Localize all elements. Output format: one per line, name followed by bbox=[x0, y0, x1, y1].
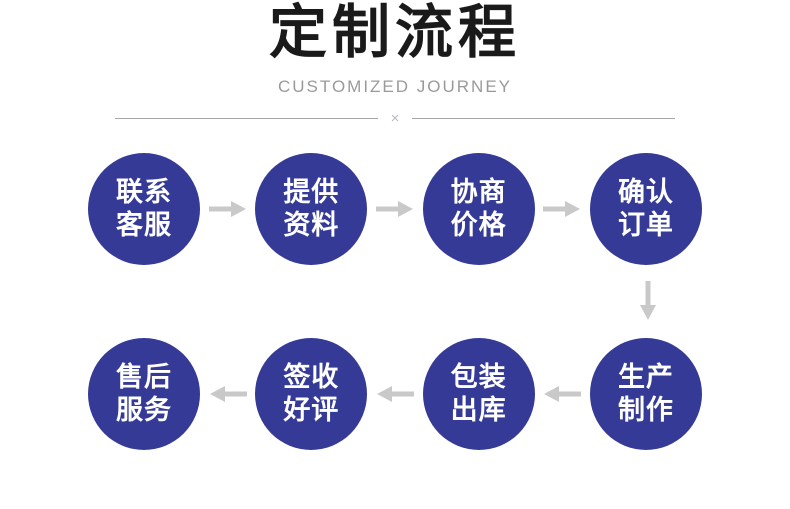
arrow-left-icon bbox=[376, 385, 414, 403]
page-subtitle: CUSTOMIZED JOURNEY bbox=[277, 76, 513, 96]
step-label-line: 协商 bbox=[450, 177, 507, 208]
flow-row-bottom: 售后 服务 签收 好评 包装 出库 bbox=[0, 337, 790, 450]
step-label-line: 订单 bbox=[617, 209, 674, 240]
section-divider: × bbox=[115, 110, 676, 128]
step-label-line: 制作 bbox=[617, 394, 674, 425]
flow-step-production: 生产 制作 bbox=[589, 337, 702, 450]
step-label-line: 客服 bbox=[116, 209, 172, 240]
process-flow-diagram: 联系 客服 提供 资料 协商 价格 bbox=[0, 152, 790, 450]
divider-line-right bbox=[412, 118, 676, 120]
step-label-line: 服务 bbox=[116, 394, 172, 425]
flow-step-provide-materials: 提供 资料 bbox=[255, 152, 368, 265]
flow-step-confirm-order: 确认 订单 bbox=[589, 152, 702, 265]
arrow-left-icon bbox=[209, 385, 247, 403]
flow-step-sign-and-review: 签收 好评 bbox=[255, 337, 368, 450]
arrow-left-icon bbox=[543, 385, 582, 403]
step-label-line: 生产 bbox=[617, 362, 674, 393]
arrow-right-icon bbox=[375, 200, 414, 218]
step-label-line: 资料 bbox=[283, 209, 340, 240]
flow-step-contact-support: 联系 客服 bbox=[88, 152, 200, 265]
arrow-down-icon bbox=[639, 281, 657, 321]
arrow-right-icon bbox=[543, 200, 581, 218]
row-connector bbox=[0, 265, 790, 338]
arrow-right-icon bbox=[208, 200, 247, 218]
step-label-line: 价格 bbox=[450, 209, 507, 240]
step-label-line: 联系 bbox=[116, 177, 172, 208]
step-label-line: 好评 bbox=[283, 394, 340, 425]
x-mark-icon: × bbox=[390, 110, 400, 128]
flow-row-top: 联系 客服 提供 资料 协商 价格 bbox=[0, 152, 790, 265]
step-label-line: 签收 bbox=[283, 362, 340, 393]
step-label-line: 售后 bbox=[116, 362, 172, 393]
header: 定制流程 CUSTOMIZED JOURNEY × bbox=[0, 0, 790, 127]
step-label-line: 包装 bbox=[450, 362, 507, 393]
flow-step-packaging-shipping: 包装 出库 bbox=[422, 337, 535, 450]
step-label-line: 提供 bbox=[283, 177, 340, 208]
page-title: 定制流程 bbox=[268, 0, 521, 65]
step-label-line: 确认 bbox=[617, 177, 674, 208]
divider-line-left bbox=[115, 118, 378, 120]
flow-step-after-sales-service: 售后 服务 bbox=[88, 337, 200, 450]
step-label-line: 出库 bbox=[450, 394, 507, 425]
flow-step-negotiate-price: 协商 价格 bbox=[422, 152, 535, 265]
